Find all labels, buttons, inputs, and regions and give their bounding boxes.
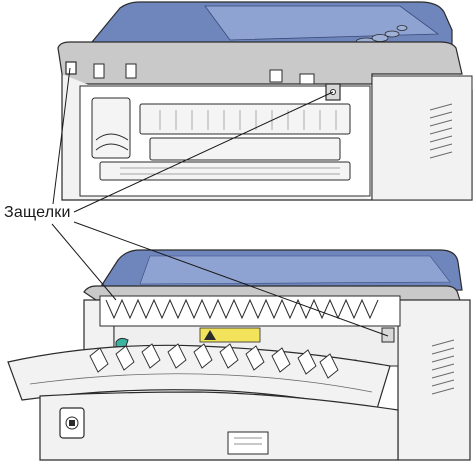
top-inner-mechanism (91, 97, 351, 181)
door-fins (89, 343, 339, 379)
bottom-vent (431, 339, 455, 395)
top-printer (57, 1, 473, 201)
callout-lines (51, 67, 389, 337)
power-socket-icon (59, 407, 85, 439)
warning-triangle-icon (199, 327, 261, 343)
latch-icon (65, 61, 77, 75)
top-printer-frame (57, 41, 463, 85)
latch-icon (381, 327, 395, 343)
bottom-printer-base (39, 391, 399, 461)
bottom-printer (7, 249, 471, 461)
top-vent (429, 103, 453, 159)
fuser-teeth (105, 298, 379, 320)
latches-label: Защелки (2, 204, 73, 222)
